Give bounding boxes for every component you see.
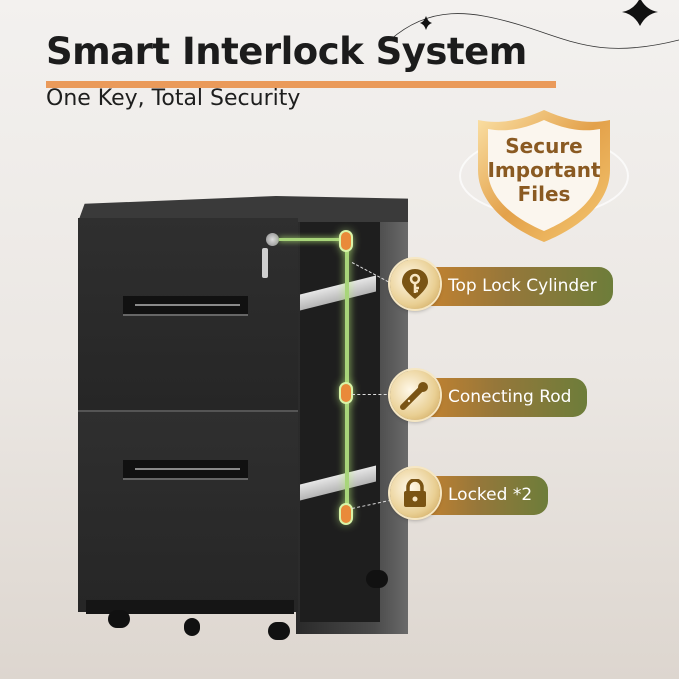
lock-pin	[341, 232, 351, 250]
shield-line: Secure	[505, 134, 583, 158]
lock-link-bar	[279, 238, 347, 241]
callout-label: Top Lock Cylinder	[420, 267, 613, 306]
top-drawer	[78, 218, 298, 410]
title-underline	[46, 81, 556, 88]
lock-pin	[341, 505, 351, 523]
connecting-rod	[345, 240, 349, 516]
caster-wheel	[268, 622, 290, 640]
drawer-handle	[123, 460, 248, 480]
rod-icon	[390, 370, 440, 420]
sparkle-icon	[622, 0, 658, 26]
small-sparkle-icon	[420, 16, 432, 30]
caster-wheel	[184, 618, 200, 636]
lock-pin	[341, 384, 351, 402]
lock-cylinder-icon	[266, 233, 279, 246]
caster-wheel	[366, 570, 388, 588]
shield-icon	[459, 110, 629, 242]
padlock-icon	[390, 468, 440, 518]
leader-line	[352, 394, 392, 395]
drawer-handle	[123, 296, 248, 316]
page-subtitle: One Key, Total Security	[46, 86, 301, 111]
page-title: Smart Interlock System	[46, 30, 527, 73]
shield-line: Important	[487, 158, 601, 182]
cabinet-base	[86, 600, 294, 614]
bottom-drawer	[78, 410, 298, 612]
key-pin-icon	[390, 259, 440, 309]
key-icon	[262, 248, 268, 278]
callout-label: Locked *2	[420, 476, 549, 515]
shield-line: Files	[517, 182, 571, 206]
shield-badge-text: Secure Important Files	[456, 134, 632, 206]
caster-wheel	[108, 610, 130, 628]
callout-label: Conecting Rod	[420, 378, 588, 417]
